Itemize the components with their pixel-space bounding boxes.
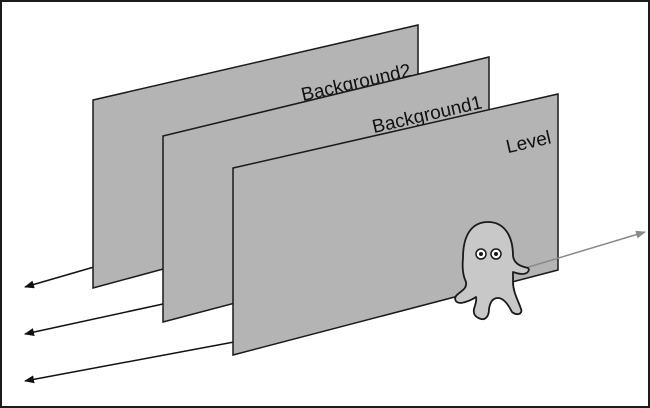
level-motion-arrow (24, 341, 235, 384)
background1-motion-arrow (24, 303, 164, 336)
character-motion-arrow (511, 230, 646, 273)
background2-motion-arrow (24, 266, 95, 289)
ghost-character-icon (454, 221, 530, 321)
